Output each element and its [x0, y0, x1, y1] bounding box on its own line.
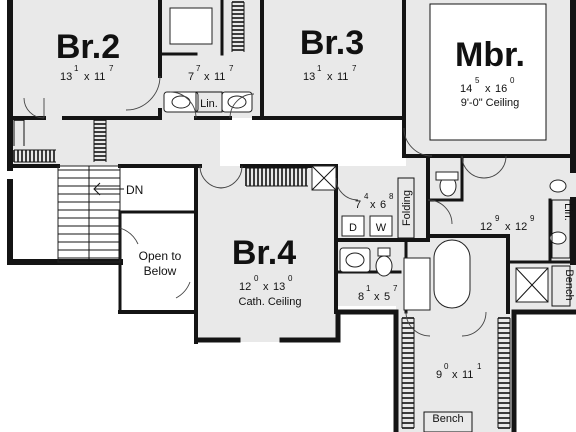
stair-dn-label: DN: [126, 183, 143, 197]
dim-l-ft: 11: [462, 369, 473, 381]
dim-w-ft: 13: [303, 71, 315, 83]
dim-w-ft: 7: [355, 199, 361, 211]
dim-w-in: 1: [317, 64, 322, 73]
dim-l-in: 9: [530, 214, 535, 223]
room-mbr: Mbr. 14 5 x 16 0 9'-0" Ceiling: [455, 36, 525, 109]
dim-x: x: [505, 221, 511, 233]
ceiling-note: Cath. Ceiling: [239, 296, 302, 308]
dim-x: x: [374, 291, 380, 303]
dim-w-ft: 13: [60, 71, 72, 83]
dim-x: x: [452, 369, 458, 381]
staircase: [57, 165, 124, 263]
dim-l-in: 0: [288, 274, 293, 283]
dim-w-ft: 12: [480, 221, 492, 233]
bench-label: Bench: [563, 269, 575, 300]
dim-l-ft: 11: [337, 71, 348, 83]
room-br4: Br.4 12 0 x 13 0 Cath. Ceiling: [232, 234, 302, 308]
room-name: Mbr.: [455, 36, 525, 74]
dim-x: x: [204, 71, 210, 83]
dim-l-in: 7: [352, 64, 357, 73]
room-name: Br.2: [56, 28, 120, 66]
washer-label: W: [376, 222, 387, 234]
dim-w-in: 4: [364, 192, 369, 201]
dryer-label: D: [349, 222, 357, 234]
dim-w-in: 9: [495, 214, 500, 223]
dim-l-ft: 5: [384, 291, 390, 303]
dim-l-in: 0: [510, 76, 515, 85]
dim-w-in: 0: [254, 274, 259, 283]
dim-l-in: 1: [477, 362, 482, 371]
laundry-fixtures: [311, 165, 415, 239]
mbr-ceiling-outline: [429, 3, 547, 141]
doors: [23, 75, 507, 337]
mbath-fixtures: [433, 171, 571, 309]
closet-br2: [13, 149, 56, 163]
dim-w-ft: 8: [358, 291, 364, 303]
dim-w-ft: 14: [460, 83, 472, 95]
dim-l-ft: 11: [214, 71, 225, 83]
dim-x: x: [84, 71, 90, 83]
dim-x: x: [327, 71, 333, 83]
linen-label: Lin.: [200, 98, 218, 110]
room-name: Br.4: [232, 234, 296, 272]
dim-l-ft: 6: [380, 199, 386, 211]
closet-br4: [245, 167, 308, 187]
room-wic: 9 0 x 11 1 Bench: [423, 362, 482, 432]
bath3-fixtures: [339, 247, 431, 311]
room-bath3: 8 1 x 5 7: [358, 284, 398, 303]
dim-l-in: 7: [109, 64, 114, 73]
linen-label: Lin.: [562, 203, 574, 221]
dim-w-in: 5: [475, 76, 480, 85]
dim-w-in: 0: [444, 362, 449, 371]
dim-w-ft: 9: [436, 369, 442, 381]
bench-label: Bench: [432, 413, 463, 425]
dim-x: x: [370, 199, 376, 211]
closet-hall-left: [13, 119, 25, 146]
dim-w-ft: 7: [188, 71, 194, 83]
room-name: Br.3: [300, 24, 364, 62]
dim-l-in: 8: [389, 192, 394, 201]
dim-w-ft: 12: [239, 281, 251, 293]
dim-x: x: [263, 281, 269, 293]
closet-hall: [93, 119, 107, 162]
closet-bath: [231, 1, 245, 52]
folding-label: Folding: [401, 190, 413, 226]
closet-wic-right: [497, 317, 511, 429]
dim-l-ft: 13: [273, 281, 285, 293]
open-to-below-line1: Open to: [139, 249, 182, 263]
dim-w-in: 7: [196, 64, 201, 73]
dim-w-in: 1: [366, 284, 371, 293]
dim-l-ft: 12: [515, 221, 527, 233]
room-mbath: 12 9 x 12 9 Lin. Bench: [480, 203, 575, 300]
dim-l-in: 7: [229, 64, 234, 73]
closet-wic-left: [401, 317, 415, 429]
dim-l-ft: 16: [495, 83, 507, 95]
room-br3: Br.3 13 1 x 11 7: [300, 24, 364, 83]
dim-l-in: 7: [393, 284, 398, 293]
ceiling-note: 9'-0" Ceiling: [461, 97, 520, 109]
dim-w-in: 1: [74, 64, 79, 73]
dim-x: x: [485, 83, 491, 95]
stair-labels: DN Open to Below: [126, 183, 182, 278]
open-to-below-line2: Below: [144, 264, 177, 278]
dim-l-ft: 11: [94, 71, 105, 83]
room-bath2: 7 7 x 11 7 Lin.: [188, 64, 234, 110]
room-laundry: 7 4 x 6 8 D W Folding: [349, 190, 413, 234]
room-br2: Br.2 13 1 x 11 7: [56, 28, 120, 83]
